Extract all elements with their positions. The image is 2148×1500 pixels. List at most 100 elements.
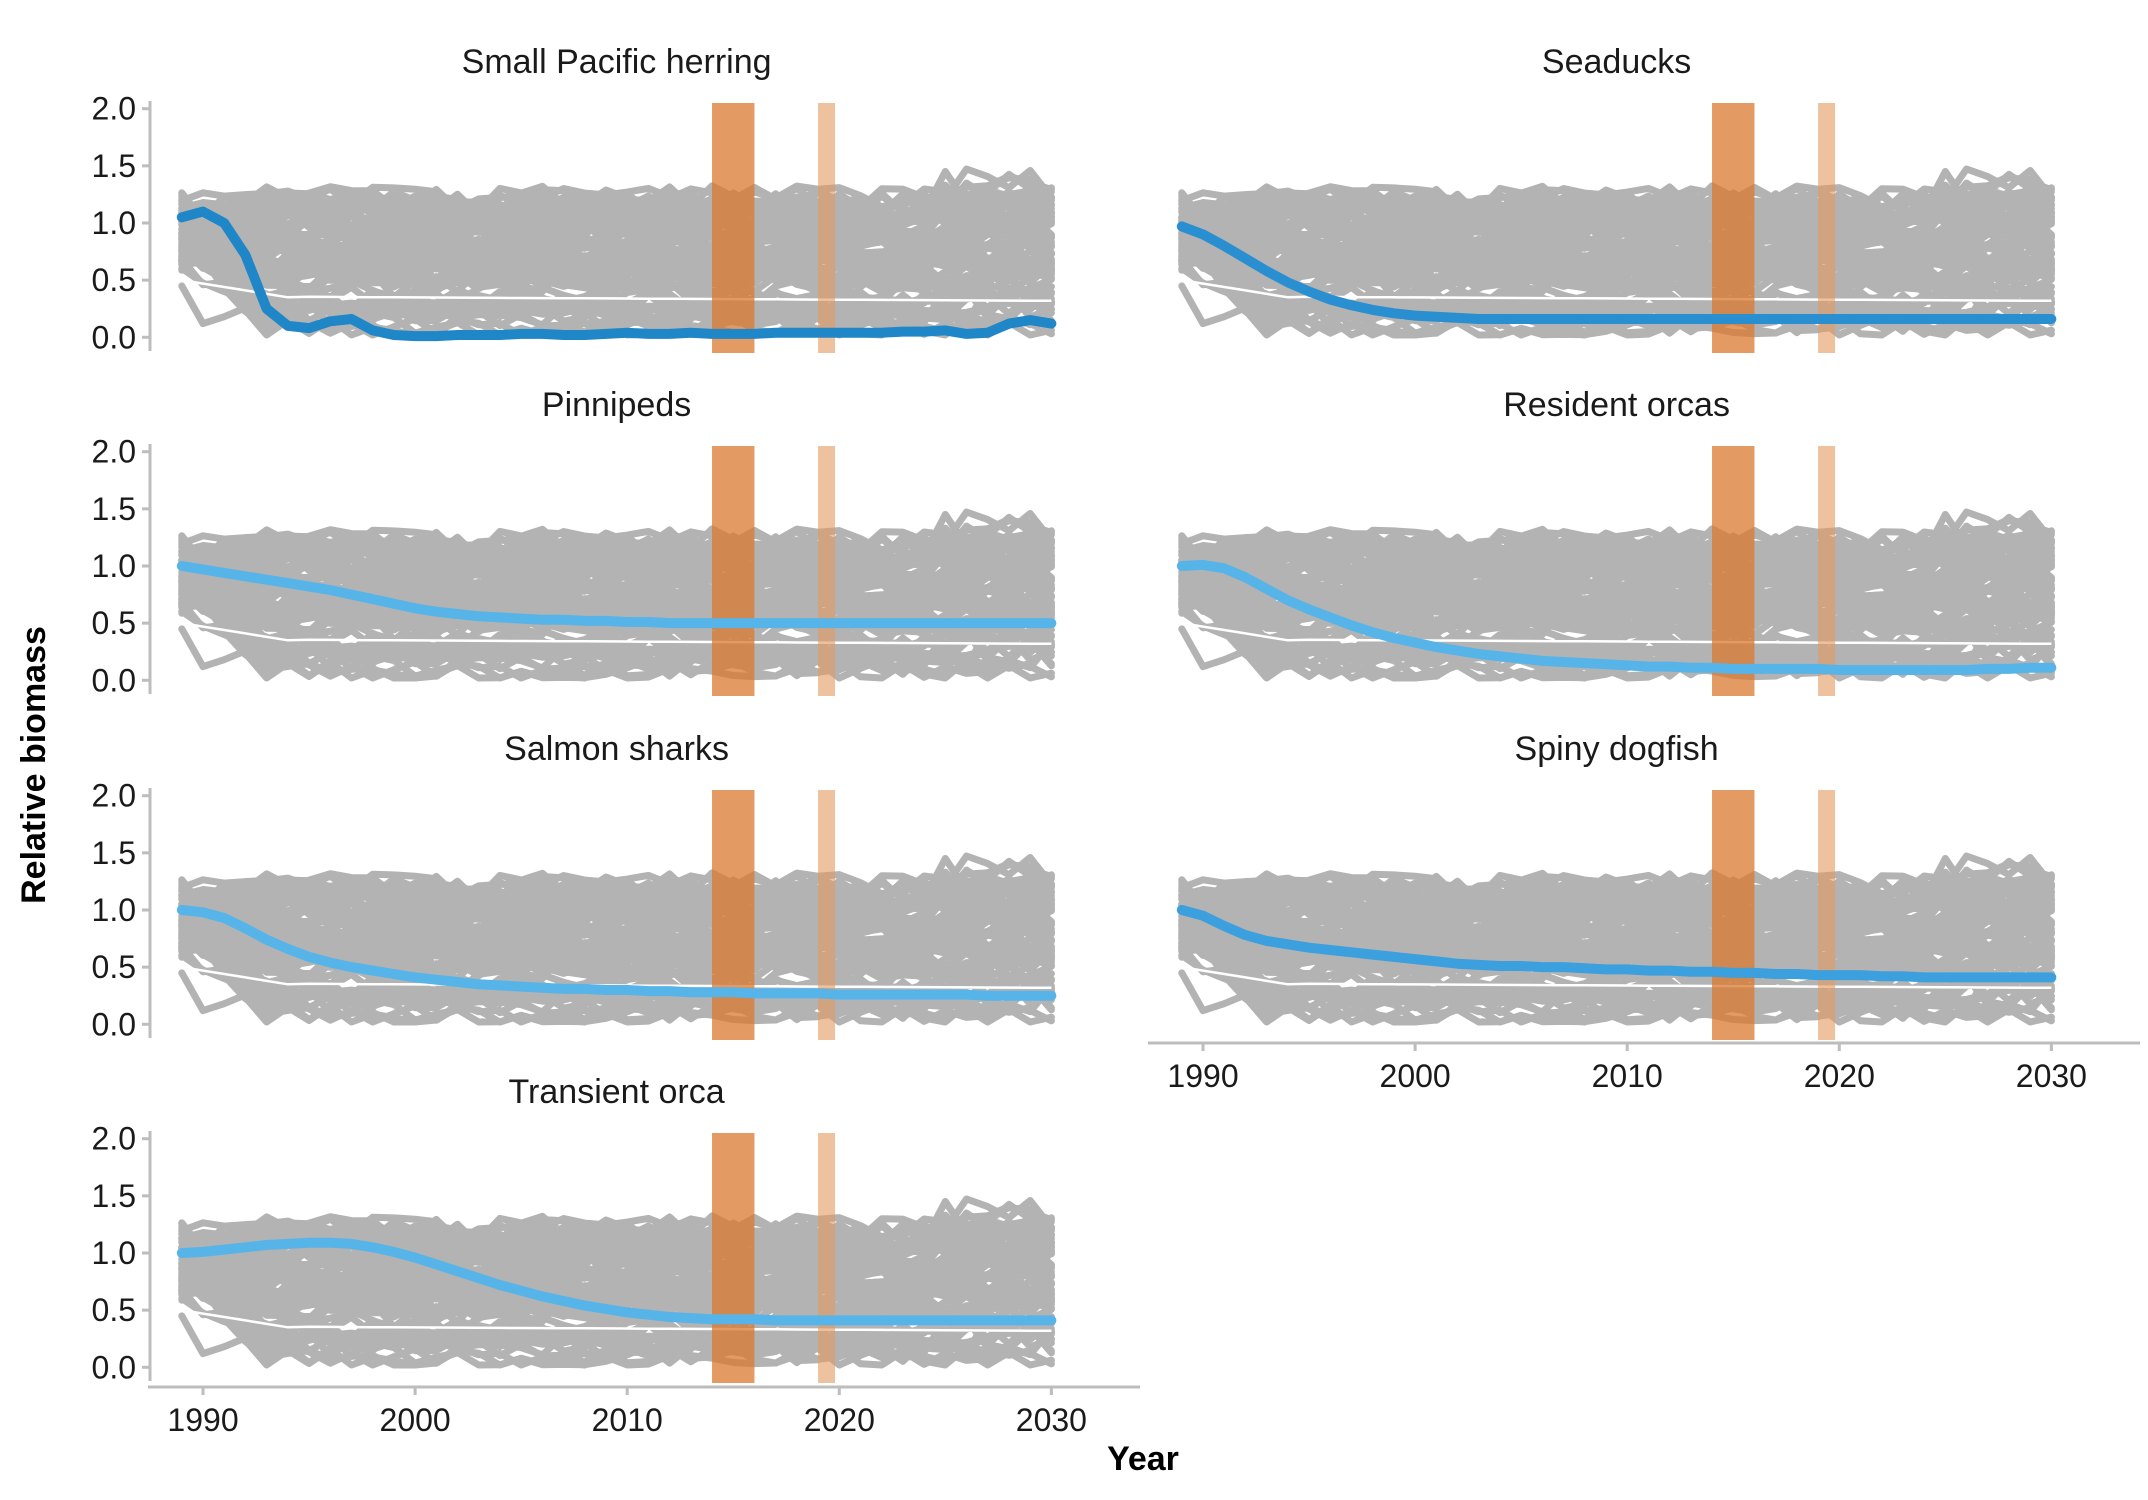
ensemble-line	[178, 173, 1055, 222]
x-tick-label: 2010	[592, 1402, 663, 1438]
panel-title: Small Pacific herring	[462, 43, 772, 81]
ensemble-line	[178, 198, 1055, 238]
y-tick-label: 0.0	[92, 1349, 136, 1385]
ensemble-line	[178, 1243, 1055, 1369]
series-line	[1176, 221, 2057, 324]
series-line	[176, 561, 1057, 629]
y-tick-label: 0.0	[92, 1006, 136, 1042]
series-line	[176, 206, 1057, 342]
ensemble-line	[178, 900, 1055, 1026]
ensemble-line	[178, 282, 1055, 328]
highlight-period-1	[712, 790, 755, 1040]
ensemble-line	[178, 241, 1055, 287]
ensemble-line	[1178, 900, 2055, 1026]
ensemble-lines	[1178, 508, 2055, 682]
ensemble-line	[1178, 860, 2055, 909]
ensemble-line	[1178, 173, 2055, 222]
ensemble-line	[178, 556, 1055, 682]
reference-line	[1181, 621, 2052, 646]
highlight-period-1	[712, 446, 755, 696]
x-axis-title: Year	[1107, 1440, 1179, 1478]
highlight-period-2	[1818, 446, 1836, 696]
ensemble-line	[1178, 244, 2055, 292]
ensemble-lines	[178, 165, 1055, 339]
y-tick-label: 1.5	[92, 491, 136, 527]
ensemble-line	[178, 928, 1055, 974]
ensemble-line	[1178, 282, 2055, 328]
panel-seaducks: Seaducks	[1176, 43, 2057, 353]
y-tick-label: 1.0	[92, 892, 136, 928]
y-tick-label: 1.5	[92, 1178, 136, 1214]
ensemble-lines	[1178, 852, 2055, 1026]
x-tick-label: 1990	[167, 1402, 238, 1438]
series-line	[176, 905, 1057, 1001]
ensemble-line	[178, 860, 1055, 909]
ensemble-line	[1178, 211, 2055, 255]
y-tick-label: 0.5	[92, 262, 136, 298]
ensemble-line	[178, 1203, 1055, 1252]
ensemble-line	[1178, 625, 2055, 671]
panel-pinnipeds: Pinnipeds 0.0 0.5 1.0 1.5 2.0	[92, 386, 1057, 698]
y-tick-label: 1.0	[92, 1235, 136, 1271]
ensemble-line	[178, 1241, 1055, 1285]
reference-line	[181, 621, 1052, 646]
ensemble-line	[178, 1312, 1055, 1358]
highlight-period-1	[1712, 446, 1755, 696]
reference-line	[181, 278, 1052, 303]
ensemble-line	[1178, 541, 2055, 581]
ensemble-line	[1178, 584, 2055, 630]
series-line	[1176, 905, 2057, 983]
y-tick-label: 1.0	[92, 548, 136, 584]
y-tick-label: 2.0	[92, 778, 136, 814]
panel-title: Transient orca	[509, 1073, 725, 1111]
ensemble-line	[178, 625, 1055, 671]
ensemble-line	[178, 244, 1055, 292]
x-tick-label: 2020	[804, 1402, 875, 1438]
x-tick-label: 2000	[380, 1402, 451, 1438]
x-tick-label: 1990	[1167, 1058, 1238, 1094]
ensemble-line	[1178, 885, 2055, 925]
ensemble-line	[178, 541, 1055, 581]
y-tick-label: 0.0	[92, 319, 136, 355]
y-tick-label: 1.5	[92, 835, 136, 871]
ensemble-lines	[178, 1195, 1055, 1369]
series-line	[1176, 559, 2057, 675]
y-tick-label: 0.5	[92, 605, 136, 641]
series-line	[176, 1237, 1057, 1326]
y-tick-label: 2.0	[92, 434, 136, 470]
ensemble-lines	[1178, 165, 2055, 339]
ensemble-lines	[178, 852, 1055, 1026]
highlight-period-2	[818, 103, 836, 353]
x-tick-label: 2030	[1016, 1402, 1087, 1438]
highlight-period-2	[1818, 790, 1836, 1040]
ensemble-line	[178, 885, 1055, 925]
panel-title: Seaducks	[1542, 43, 1691, 81]
highlight-period-2	[818, 790, 836, 1040]
panel-title: Spiny dogfish	[1515, 730, 1719, 768]
highlight-period-1	[1712, 103, 1755, 353]
x-tick-label: 2000	[1380, 1058, 1451, 1094]
x-tick-label: 2010	[1592, 1058, 1663, 1094]
ensemble-line	[178, 211, 1055, 255]
panel-resident-orcas: Resident orcas	[1176, 386, 2057, 696]
ensemble-line	[1178, 516, 2055, 565]
ensemble-line	[1178, 241, 2055, 287]
panel-title: Pinnipeds	[542, 386, 691, 424]
ensemble-lines	[178, 508, 1055, 682]
y-axis-title: Relative biomass	[15, 626, 53, 904]
panel-title: Resident orcas	[1503, 386, 1730, 424]
highlight-period-1	[1712, 790, 1755, 1040]
highlight-period-2	[818, 1133, 836, 1383]
reference-line	[181, 1308, 1052, 1333]
ensemble-line	[178, 1271, 1055, 1317]
ensemble-line	[1178, 198, 2055, 238]
y-tick-label: 0.0	[92, 662, 136, 698]
y-tick-label: 2.0	[92, 1121, 136, 1157]
highlight-period-1	[712, 103, 755, 353]
ensemble-line	[178, 898, 1055, 942]
reference-line	[1181, 965, 2052, 990]
ensemble-line	[1178, 898, 2055, 942]
